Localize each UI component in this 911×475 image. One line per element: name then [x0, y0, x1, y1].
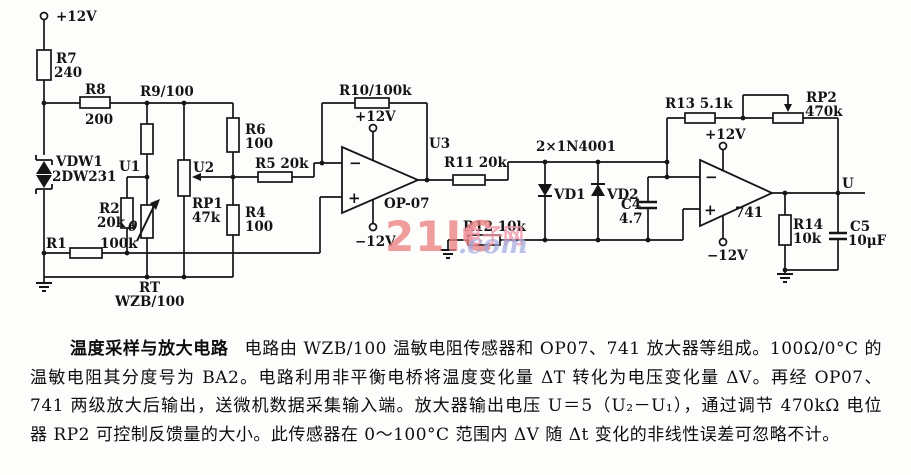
op07-vminus-label: −12V — [355, 234, 396, 250]
potentiometer-rp2 — [772, 112, 804, 124]
rt-label: RT — [139, 280, 160, 296]
diode-vd1 — [538, 184, 552, 197]
description-line-2: 温敏电阻其分度号为 BA2。电路利用非平衡电桥将温度变化量 ΔT 转化为电压变化… — [30, 367, 882, 388]
zener-vdw1 — [35, 155, 53, 194]
vd1-label: VD1 — [553, 187, 586, 203]
thermistor-arrow-head — [150, 199, 160, 210]
rp2-label: RP2 — [806, 90, 837, 106]
resistor-r10 — [354, 97, 390, 109]
resistor-r14 — [778, 214, 792, 246]
r2-label: R2 — [99, 201, 120, 217]
r13-label: R13 5.1k — [665, 96, 733, 112]
resistor-r4 — [226, 204, 240, 236]
potentiometer-rp1 — [177, 159, 191, 197]
a741-minus-input-sign: − — [705, 168, 718, 186]
r4-value: 100 — [245, 219, 273, 235]
terminal-op07-minus12v — [368, 222, 378, 232]
r1-value: 100k — [100, 236, 138, 252]
resistor-r9 — [140, 123, 154, 155]
a741-label: 741 — [735, 205, 763, 221]
resistor-r12 — [467, 234, 501, 246]
resistor-r1 — [69, 247, 103, 259]
c4-label: C4 — [621, 197, 641, 213]
op07-plus-input-sign: + — [348, 189, 361, 207]
vdw1-label: VDW1 — [55, 154, 103, 170]
resistor-r13 — [684, 112, 716, 124]
diode-vd2 — [591, 183, 605, 196]
ground-symbol-r12 — [440, 249, 456, 259]
op07-label: OP-07 — [384, 196, 430, 212]
c5-value: 10μF — [848, 233, 887, 249]
r6-label: R6 — [245, 122, 266, 138]
rp1-wiper-arrow — [192, 173, 201, 181]
terminal-plus12v-left — [39, 11, 49, 21]
thermistor-arrow — [136, 205, 155, 242]
arrows — [150, 104, 792, 210]
description-text: 温度采样与放大电路电路由 WZB/100 温敏电阻传感器和 OP07、741 放… — [30, 335, 882, 449]
resistor-r8 — [79, 96, 111, 109]
junction-dots — [41, 100, 841, 280]
description-line-1: 温度采样与放大电路电路由 WZB/100 温敏电阻传感器和 OP07、741 放… — [30, 335, 882, 364]
r9-label: R9/100 — [140, 84, 194, 100]
a741-vminus-label: −12V — [707, 248, 748, 264]
capacitor-c4 — [639, 200, 657, 210]
u2-label: U2 — [193, 160, 214, 176]
r4-label: R4 — [245, 205, 266, 221]
rp2-wiper-arrow — [784, 104, 792, 112]
ground-symbol-output — [777, 273, 793, 283]
resistors — [36, 49, 804, 259]
a741-plus-input-sign: + — [704, 201, 717, 219]
terminal-op07-plus12v — [368, 123, 378, 133]
rt-theta-label: θ — [128, 219, 138, 235]
r7-value: 240 — [54, 65, 82, 81]
op07-vplus-label: +12V — [355, 109, 396, 125]
r2-value: 20k — [97, 215, 126, 231]
u-out-label: U — [842, 176, 854, 192]
terminal-741-plus12v — [718, 141, 728, 151]
rp1-value: 47k — [192, 210, 221, 226]
r8-label: R8 — [85, 82, 106, 98]
r12-label: R12 10k — [463, 219, 526, 235]
wires — [43, 20, 865, 282]
r7-label: R7 — [56, 51, 77, 67]
r14-value: 10k — [793, 231, 822, 247]
terminal-741-minus12v — [718, 237, 728, 247]
vd2-label: VD2 — [606, 187, 639, 203]
capacitor-c5 — [829, 231, 847, 241]
rt-model: WZB/100 — [114, 294, 185, 310]
c5-label: C5 — [850, 219, 870, 235]
rp2-value: 470k — [805, 104, 843, 120]
description-line-1-text: 电路由 WZB/100 温敏电阻传感器和 OP07、741 放大器等组成。100… — [244, 339, 882, 359]
r11-label: R11 20k — [444, 155, 507, 171]
r8-value: 200 — [85, 112, 113, 128]
op07-minus-input-sign: − — [349, 154, 362, 172]
resistor-r7 — [36, 49, 52, 81]
ground-symbol-bridge — [36, 282, 52, 292]
a741-vplus-label: +12V — [705, 127, 746, 143]
opamp-741 — [699, 158, 775, 228]
resistor-r11 — [452, 174, 486, 186]
resistor-r5 — [257, 171, 293, 183]
terminals — [39, 11, 728, 247]
r1-label: R1 — [46, 236, 67, 252]
c4-value: 4.7 — [619, 211, 643, 227]
diode-pair-label: 2×1N4001 — [536, 139, 616, 155]
description-line-4: 器 RP2 可控制反馈量的大小。此传感器在 0～100°C 范围内 ΔV 随 Δ… — [30, 424, 840, 445]
r6-value: 100 — [245, 136, 273, 152]
description-line-3: 741 两级放大后输出，送微机数据采集输入端。放大器输出电压 U＝5（U₂－U₁… — [30, 396, 882, 417]
supply-label: +12V — [56, 9, 97, 25]
circuit-schematic: +12V R7 240 R8 200 R9/100 VDW1 2DW231 U1… — [35, 9, 887, 310]
resistor-r6 — [226, 117, 240, 153]
rp1-label: RP1 — [192, 196, 223, 212]
vdw1-model: 2DW231 — [52, 169, 116, 185]
r5-label: R5 20k — [255, 156, 309, 172]
opamp-op07 — [341, 145, 421, 215]
resistor-r2 — [120, 197, 134, 229]
u1-label: U1 — [119, 159, 140, 175]
u3-label: U3 — [429, 136, 450, 152]
r10-label: R10/100k — [339, 83, 412, 99]
circuit-title: 温度采样与放大电路 — [70, 339, 229, 359]
r14-label: R14 — [793, 217, 823, 233]
